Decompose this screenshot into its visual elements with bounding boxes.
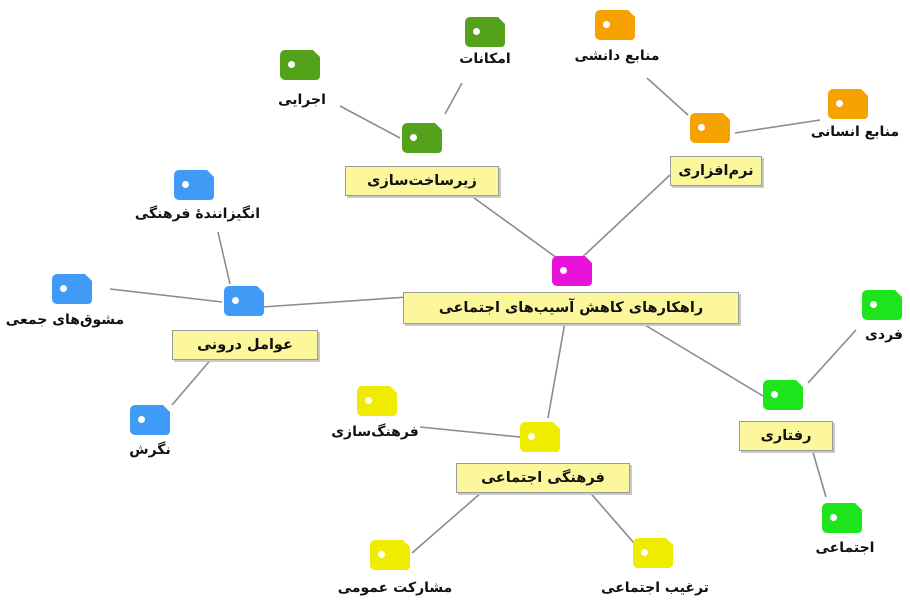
software-node[interactable]: نرم‌افزاری xyxy=(670,156,762,186)
collective-label: مشوق‌های جمعی xyxy=(5,312,125,328)
center-node[interactable]: راهکارهای کاهش آسیب‌های اجتماعی xyxy=(403,292,739,324)
edge-infra-facilities xyxy=(444,82,463,115)
individual-tag-icon xyxy=(862,289,903,320)
edge-center-social xyxy=(547,321,566,419)
encouragement-tag-icon xyxy=(633,537,674,568)
behavioral-node[interactable]: رفتاری xyxy=(739,421,833,451)
edge-internal-collective xyxy=(109,288,223,303)
software-tag-icon xyxy=(690,112,731,143)
participation-tag-icon xyxy=(370,539,411,570)
attitude-label: نگرش xyxy=(129,442,171,458)
executive-label: اجرایی xyxy=(278,92,326,108)
social-culture-tag-icon xyxy=(520,421,561,452)
participation-label: مشارکت عمومی xyxy=(337,580,453,596)
attitude-tag-icon xyxy=(130,404,171,435)
facilities-tag-icon xyxy=(465,16,506,47)
edge-center-behavioral xyxy=(639,321,764,397)
edge-social-culture xyxy=(419,426,521,438)
infrastructure-node[interactable]: زیرساخت‌سازی xyxy=(345,166,499,196)
edge-internal-motivator xyxy=(217,231,231,285)
edge-social-encouragement xyxy=(586,488,641,551)
edge-behavioral-individual xyxy=(807,329,857,384)
internal-node[interactable]: عوامل درونی xyxy=(172,330,318,360)
knowledge-tag-icon xyxy=(595,9,636,40)
center-tag-icon xyxy=(552,255,593,286)
encouragement-label: ترغیب اجتماعی xyxy=(601,580,709,596)
human-label: منابع انسانی xyxy=(810,124,900,140)
edge-software-knowledge xyxy=(646,77,689,116)
behavioral-tag-icon xyxy=(763,379,804,410)
edge-infra-executive xyxy=(339,105,401,139)
culture-making-tag-icon xyxy=(357,385,398,416)
internal-tag-icon xyxy=(224,285,265,316)
social-label: اجتماعی xyxy=(815,540,875,556)
edge-software-human xyxy=(734,119,821,134)
edge-center-software xyxy=(573,174,671,266)
knowledge-label: منابع دانشی xyxy=(574,48,660,64)
facilities-label: امکانات xyxy=(459,51,511,67)
individual-label: فردی xyxy=(865,327,903,343)
social-culture-node[interactable]: فرهنگی اجتماعی xyxy=(456,463,630,493)
motivator-label: انگیزانندۀ فرهنگی xyxy=(134,206,261,222)
edge-social-participation xyxy=(411,491,483,554)
edge-center-internal xyxy=(261,296,409,308)
human-tag-icon xyxy=(828,88,869,119)
edge-behavioral-social xyxy=(811,448,827,498)
connector-lines xyxy=(109,77,857,554)
motivator-tag-icon xyxy=(174,169,215,200)
executive-tag-icon xyxy=(280,49,321,80)
social-tag-icon xyxy=(822,502,863,533)
culture-making-label: فرهنگ‌سازی xyxy=(331,424,419,440)
infrastructure-tag-icon xyxy=(402,122,443,153)
edge-center-infrastructure xyxy=(469,194,569,267)
edge-internal-attitude xyxy=(171,356,214,406)
collective-tag-icon xyxy=(52,273,93,304)
